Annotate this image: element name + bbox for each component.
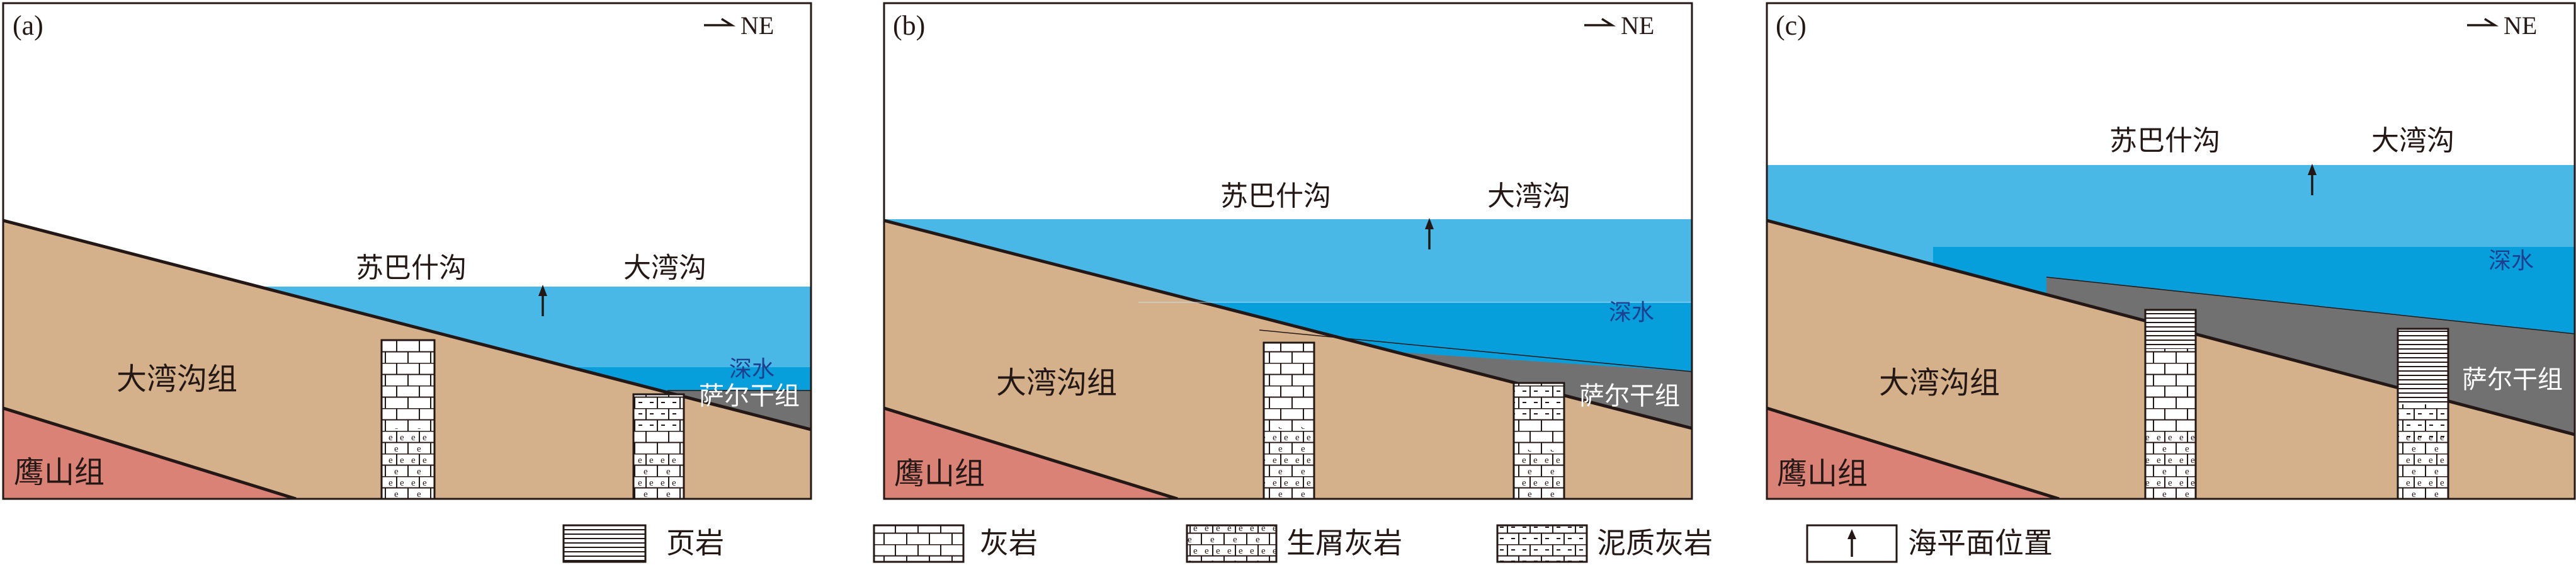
panel-c: (c) NE 苏巴什沟 大湾沟 大湾沟组 鹰山组 深水 萨尔干组 bbox=[1766, 2, 2576, 500]
column-left-b-bio bbox=[1264, 427, 1314, 499]
place-label-dawangou: 大湾沟 bbox=[623, 252, 706, 284]
column-right-b-bio bbox=[1514, 450, 1564, 499]
legend-label: 泥质灰岩 bbox=[1597, 526, 1713, 560]
column-right-a-mud bbox=[633, 394, 684, 432]
panel-a: (a) NE 苏巴什沟 大湾沟 大湾沟组 鹰山组 深水 萨尔干组 bbox=[2, 2, 812, 500]
column-right-a-bio bbox=[633, 455, 684, 499]
column-left-a-lime bbox=[382, 340, 434, 428]
place-label-dawangou: 大湾沟 bbox=[2371, 125, 2454, 157]
formation-label-yingshan: 鹰山组 bbox=[894, 456, 985, 491]
north-east-arrow-icon bbox=[2467, 18, 2499, 26]
deep-water-label: 深水 bbox=[2488, 248, 2534, 274]
place-label-subashigou: 苏巴什沟 bbox=[356, 252, 467, 284]
legend-label: 页岩 bbox=[666, 526, 724, 560]
formation-label-dawangou: 大湾沟组 bbox=[116, 362, 237, 397]
place-label-dawangou: 大湾沟 bbox=[1487, 180, 1570, 212]
legend-label: 生屑灰岩 bbox=[1286, 526, 1402, 560]
panel-label: (c) bbox=[1776, 10, 1807, 41]
column-right-a-lime bbox=[633, 432, 684, 455]
panel-label: (a) bbox=[13, 10, 43, 41]
sea-level-arrow-icon bbox=[1847, 529, 1856, 557]
column-right-b-lime bbox=[1514, 425, 1564, 450]
sea-level-arrow-icon bbox=[538, 285, 547, 316]
legend-item-bioclastic-limestone: 生屑灰岩 bbox=[1186, 524, 1402, 563]
legend-item-limestone: 灰岩 bbox=[873, 524, 1038, 563]
panel-b: (b) NE 苏巴什沟 大湾沟 大湾沟组 鹰山组 深水 萨尔干组 bbox=[883, 2, 1693, 500]
north-east-label: NE bbox=[2504, 11, 2537, 40]
sea-level-arrow-icon bbox=[1425, 218, 1434, 249]
column-right-c-shale bbox=[2398, 329, 2448, 404]
formation-label-sarganzu: 萨尔干组 bbox=[1579, 382, 1680, 411]
column-left-c-shale bbox=[2145, 310, 2196, 349]
legend-item-shale: 页岩 bbox=[562, 524, 724, 563]
column-left-c-lime bbox=[2145, 349, 2196, 435]
panel-b-frame bbox=[883, 2, 1693, 500]
formation-label-sarganzu: 萨尔干组 bbox=[699, 382, 800, 411]
formation-label-yingshan: 鹰山组 bbox=[14, 455, 105, 490]
legend: 页岩 灰岩 生屑灰岩 泥质灰岩 海平面位置 bbox=[562, 524, 2053, 563]
north-east-label: NE bbox=[740, 11, 774, 40]
column-left-b-lime bbox=[1264, 343, 1314, 427]
deep-water-label: 深水 bbox=[729, 357, 775, 382]
north-east-label: NE bbox=[1621, 11, 1654, 40]
panel-label: (b) bbox=[893, 10, 925, 41]
legend-label: 海平面位置 bbox=[1908, 526, 2053, 560]
column-left-a-bio bbox=[382, 428, 434, 499]
panel-a-frame bbox=[2, 2, 812, 500]
legend-item-argillaceous-limestone: 泥质灰岩 bbox=[1496, 524, 1713, 563]
legend-item-sea-level-position: 海平面位置 bbox=[1806, 524, 2053, 563]
column-right-b-mud bbox=[1514, 383, 1564, 425]
legend-label: 灰岩 bbox=[980, 526, 1038, 560]
formation-label-yingshan: 鹰山组 bbox=[1777, 456, 1868, 491]
sea-level-arrow-icon bbox=[2308, 164, 2317, 195]
column-right-c-mud bbox=[2398, 404, 2448, 437]
formation-label-dawangou: 大湾沟组 bbox=[1879, 365, 2000, 401]
column-left-c-bio bbox=[2145, 435, 2196, 499]
north-east-arrow-icon bbox=[704, 18, 736, 26]
place-label-subashigou: 苏巴什沟 bbox=[1220, 180, 1331, 212]
formation-label-dawangou: 大湾沟组 bbox=[996, 365, 1117, 401]
deep-water-label: 深水 bbox=[1609, 300, 1654, 326]
panel-c-frame bbox=[1766, 2, 2576, 500]
place-label-subashigou: 苏巴什沟 bbox=[2109, 125, 2220, 157]
north-east-arrow-icon bbox=[1584, 18, 1616, 26]
column-right-c-bio bbox=[2398, 437, 2448, 499]
formation-label-sarganzu: 萨尔干组 bbox=[2462, 365, 2563, 394]
